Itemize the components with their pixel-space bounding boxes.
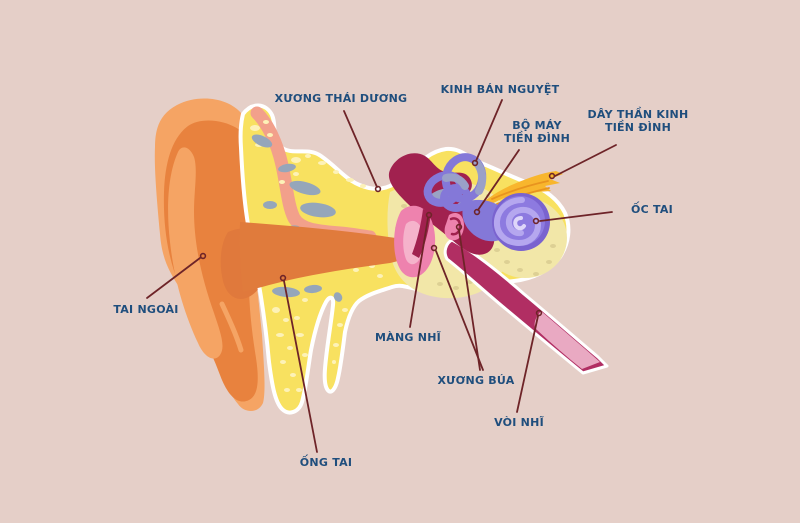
semicircular-canals-shape: [423, 153, 487, 212]
ear-ridge-highlight: [168, 147, 223, 359]
line-tai-ngoai: [146, 257, 201, 299]
line-xuong-thai-duong: [343, 110, 378, 188]
eustachian-tube-inner: [534, 311, 600, 369]
malleus-handle: [412, 209, 431, 258]
line-bo-may-tien-dinh: [477, 149, 520, 211]
label-voi-nhi: VÒI NHĨ: [494, 416, 544, 429]
leader-lines: [146, 99, 617, 453]
leader-dots: [199, 159, 556, 317]
line-kinh-ban-nguyet: [475, 99, 503, 162]
eustachian-tube-shape: [443, 238, 609, 375]
label-ong-tai: ỐNG TAI: [299, 456, 353, 469]
line-xuong-bua-2: [458, 229, 481, 371]
line-day-than-kinh: [554, 144, 617, 177]
label-oc-tai: ỐC TAI: [630, 203, 674, 216]
lobe-crease: [219, 301, 244, 353]
bone-gray-blobs: [251, 134, 343, 302]
line-voi-nhi: [516, 315, 539, 413]
line-ong-tai: [283, 280, 318, 453]
line-oc-tai: [539, 211, 613, 222]
cochlea-shape: [492, 193, 550, 251]
label-xuong-thai-duong: XƯƠNG THÁI DƯƠNG: [274, 92, 408, 105]
line-xuong-bua-1: [435, 250, 484, 371]
line-mang-nhi: [409, 217, 429, 328]
label-kinh-ban-nguyet: KINH BÁN NGUYỆT: [440, 83, 560, 96]
label-xuong-bua: XƯƠNG BÚA: [437, 374, 515, 387]
umbo-crescent: [449, 217, 462, 236]
label-mang-nhi: MÀNG NHĨ: [374, 331, 442, 344]
ear-canal-shape: [239, 222, 409, 292]
label-tai-ngoai: TAI NGOÀI: [113, 303, 179, 316]
